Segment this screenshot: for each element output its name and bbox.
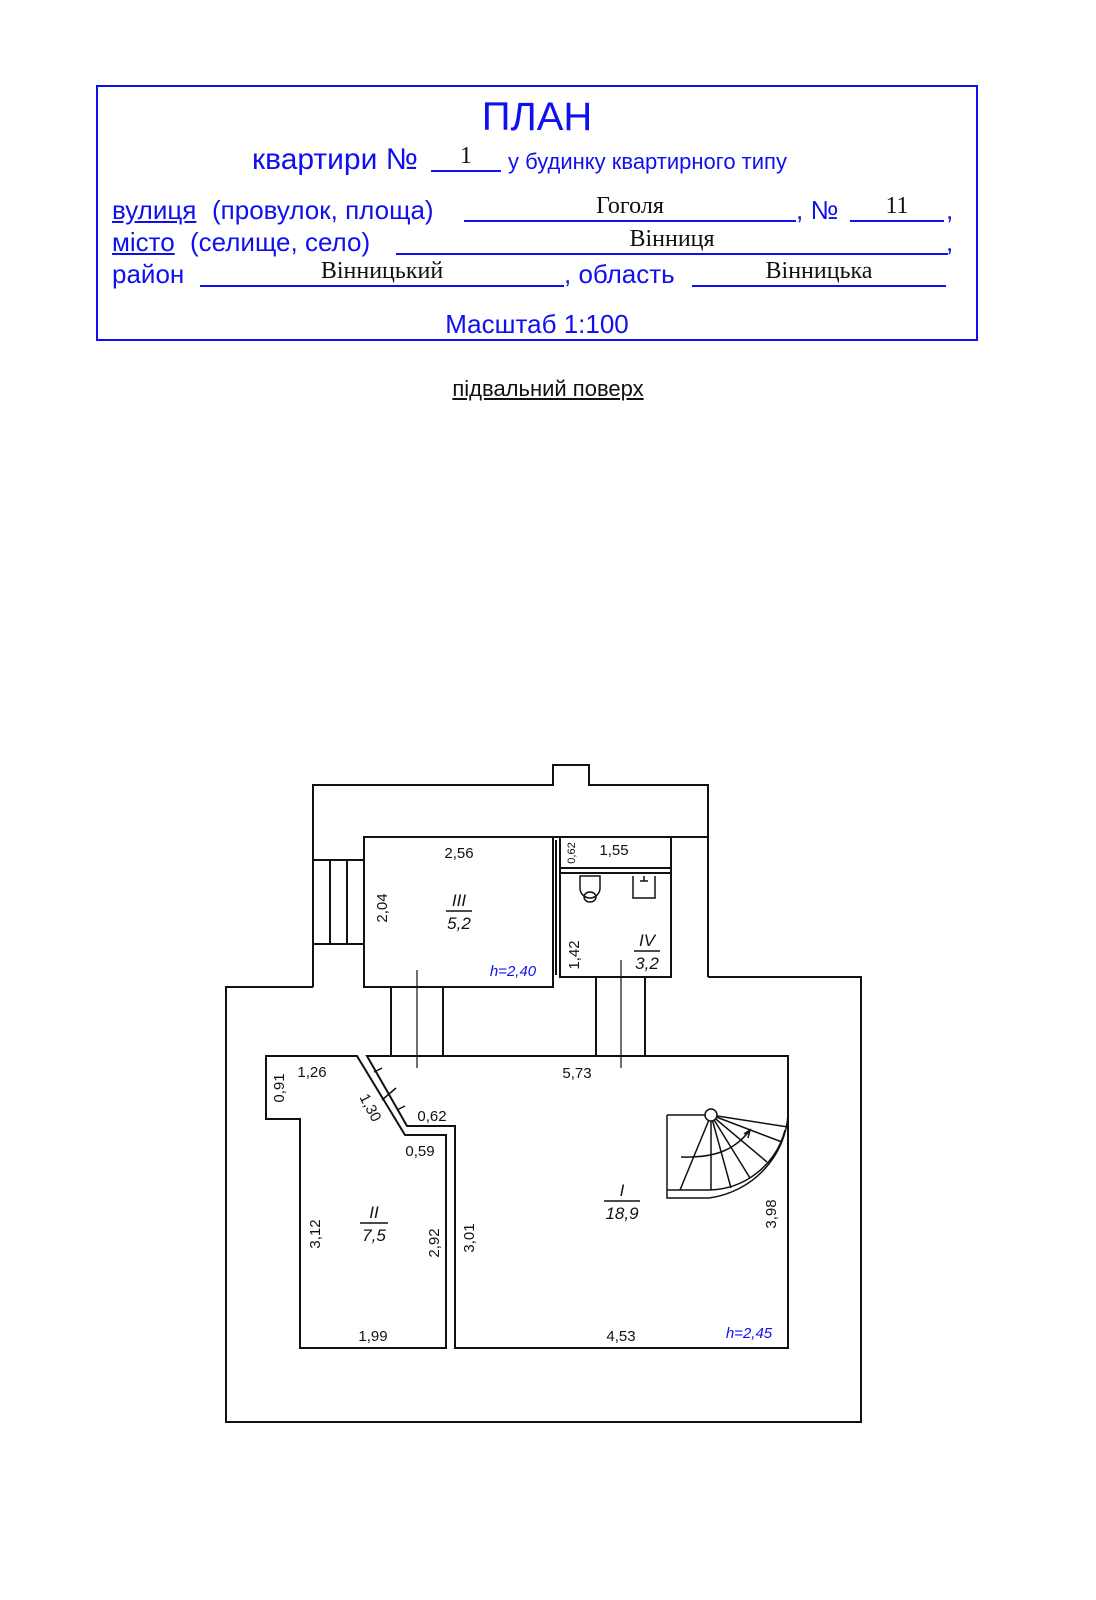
partition xyxy=(560,867,671,874)
outer-wall-upper xyxy=(312,764,709,987)
room-number: III xyxy=(452,891,466,910)
comma: , xyxy=(946,195,954,225)
dimension-label: 2,92 xyxy=(426,1228,443,1257)
room-number: I xyxy=(620,1181,625,1200)
dimension-label: 3,98 xyxy=(763,1199,780,1228)
room-number: IV xyxy=(639,931,657,950)
street-value: Гоголя xyxy=(464,193,796,222)
room-IV-outline xyxy=(559,836,672,978)
street-label-extra: (провулок, площа) xyxy=(212,195,434,225)
apartment-label: квартири № xyxy=(252,143,418,176)
dimension-label: 5,73 xyxy=(562,1065,591,1082)
district-label: район xyxy=(112,259,185,289)
room-area: 5,2 xyxy=(447,914,471,933)
dimension-label: 0,62 xyxy=(566,842,578,863)
region-label: , область xyxy=(564,259,675,289)
apartment-suffix: у будинку квартирного типу xyxy=(508,149,787,174)
dimension-label: 4,53 xyxy=(606,1328,635,1345)
house-number-label: , № xyxy=(796,195,839,225)
room-III-outline xyxy=(363,836,554,988)
room-II-outline xyxy=(265,1055,447,1349)
dimension-label: 1,55 xyxy=(599,842,628,859)
corridor-IV xyxy=(595,977,646,1056)
plan-title: ПЛАН xyxy=(481,95,593,139)
city-value: Вінниця xyxy=(396,226,948,255)
dimension-label: 0,91 xyxy=(271,1073,288,1102)
region-value: Вінницька xyxy=(692,258,946,287)
dimension-label: 3,01 xyxy=(461,1223,478,1252)
room-area: 3,2 xyxy=(635,954,659,973)
outer-wall-lower xyxy=(225,976,862,1423)
spiral-stairs-icon xyxy=(666,1108,789,1199)
apartment-number: 1 xyxy=(431,143,501,172)
room-I-outline xyxy=(365,1055,789,1349)
dimension-label: 1,42 xyxy=(566,940,583,969)
city-label-extra: (селище, село) xyxy=(190,227,371,257)
plan-header: ПЛАН квартири № 1 у будинку квартирного … xyxy=(96,85,978,341)
room-area: 7,5 xyxy=(362,1226,386,1245)
dimension-label: 1,99 xyxy=(358,1328,387,1345)
room-height: h=2,40 xyxy=(490,963,537,980)
room-height: h=2,45 xyxy=(726,1325,773,1342)
street-label: вулиця xyxy=(112,195,197,225)
room-area: 18,9 xyxy=(605,1204,639,1223)
district-value: Вінницький xyxy=(200,258,564,287)
comma: , xyxy=(946,227,954,257)
dimension-label: 1,30 xyxy=(356,1091,385,1125)
dimension-label: 0,62 xyxy=(417,1108,446,1125)
corridor-III xyxy=(390,987,444,1056)
city-label: місто xyxy=(112,227,175,257)
dimension-label: 2,04 xyxy=(374,893,391,922)
dimension-label: 2,56 xyxy=(444,845,473,862)
dimension-label: 3,12 xyxy=(307,1219,324,1248)
house-number: 11 xyxy=(850,193,944,222)
sink-icon xyxy=(632,876,656,899)
scale-label: Масштаб 1:100 xyxy=(445,309,629,339)
door-diagonal xyxy=(373,1067,406,1111)
dimension-label: 0,59 xyxy=(405,1143,434,1160)
room-number: II xyxy=(369,1203,379,1222)
floor-label: підвальний поверх xyxy=(452,376,644,401)
toilet-icon xyxy=(579,875,601,903)
dimension-label: 1,26 xyxy=(297,1064,326,1081)
stairs-entrance xyxy=(313,859,364,945)
